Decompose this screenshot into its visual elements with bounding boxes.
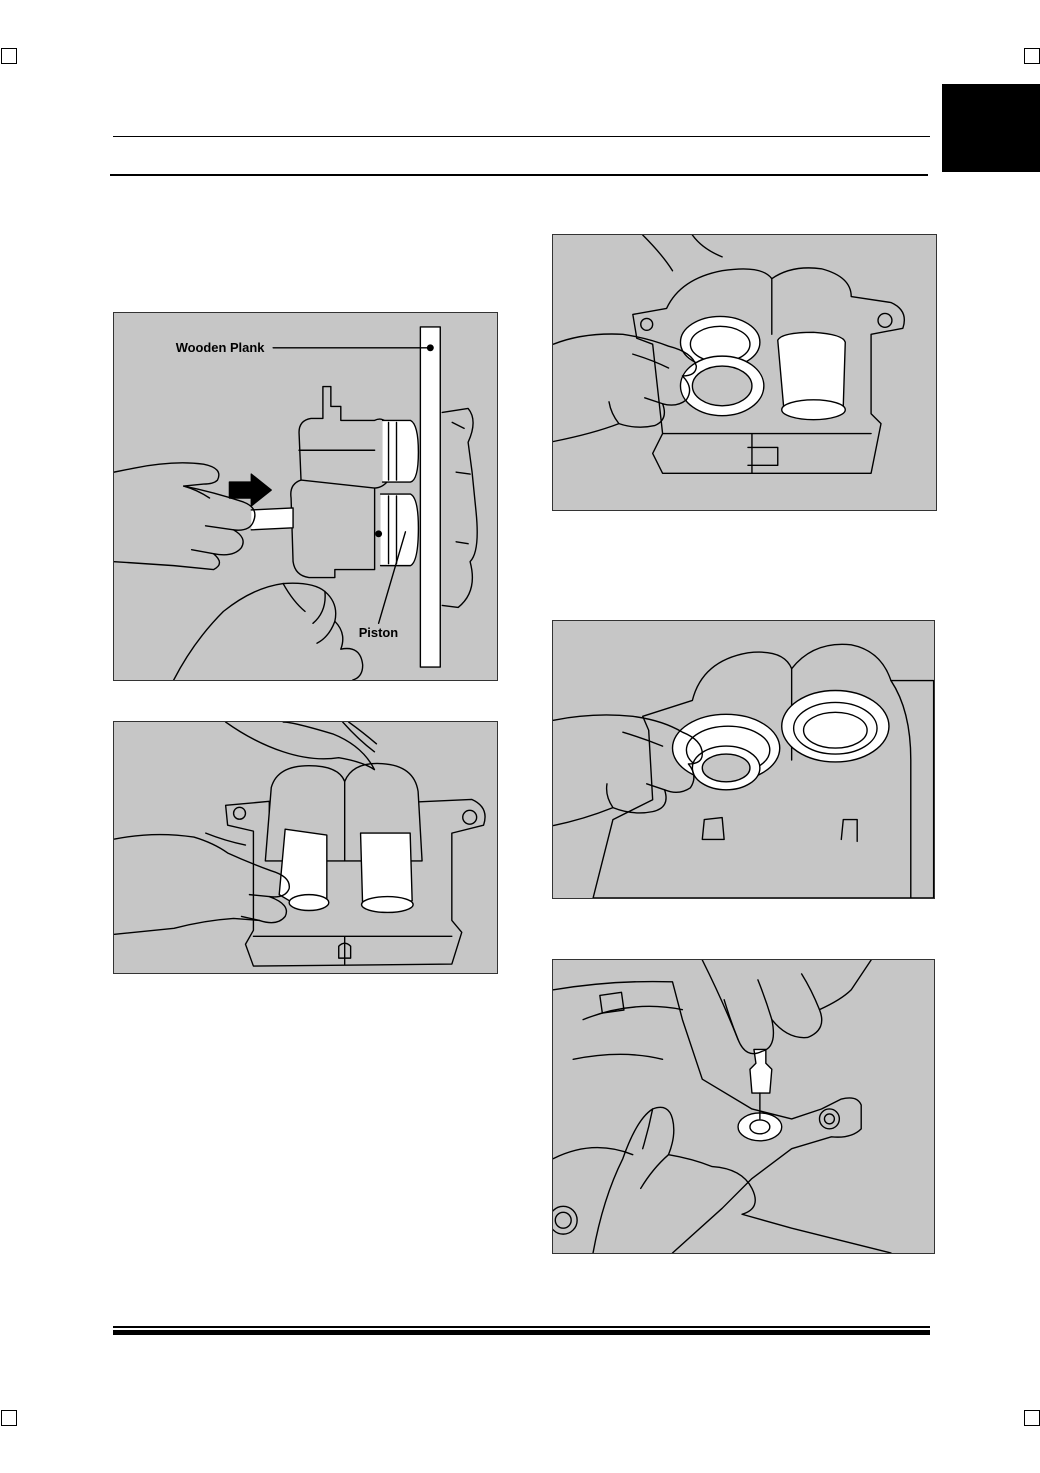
seal-installation-illustration [553, 643, 934, 898]
label-piston: Piston [359, 625, 399, 640]
crop-mark-top-right [1024, 48, 1040, 64]
label-wooden-plank: Wooden Plank [176, 340, 266, 355]
header-rule-top [113, 136, 930, 137]
figure-piston-removal: Wooden Plank Piston [113, 312, 498, 681]
crop-mark-bottom-left [1, 1410, 17, 1426]
piston-extraction-illustration [114, 722, 486, 967]
section-tab [942, 84, 1040, 172]
crop-mark-top-left [1, 48, 17, 64]
figure-piston-extraction [113, 721, 498, 974]
header-rule-bottom [110, 174, 928, 176]
figure-seal-installation [552, 620, 935, 899]
bleed-screw-illustration [553, 960, 934, 1253]
footer-rule-thick [113, 1330, 930, 1335]
figure-bleed-screw [552, 959, 935, 1254]
plank-callout-dot [426, 344, 434, 352]
piston-callout-dot [375, 530, 383, 538]
figure-seal-removal [552, 234, 937, 511]
footer-rule-thin [113, 1326, 930, 1328]
seal-removal-illustration [553, 235, 906, 474]
crop-mark-bottom-right [1024, 1410, 1040, 1426]
piston-removal-illustration: Wooden Plank Piston [114, 326, 478, 680]
